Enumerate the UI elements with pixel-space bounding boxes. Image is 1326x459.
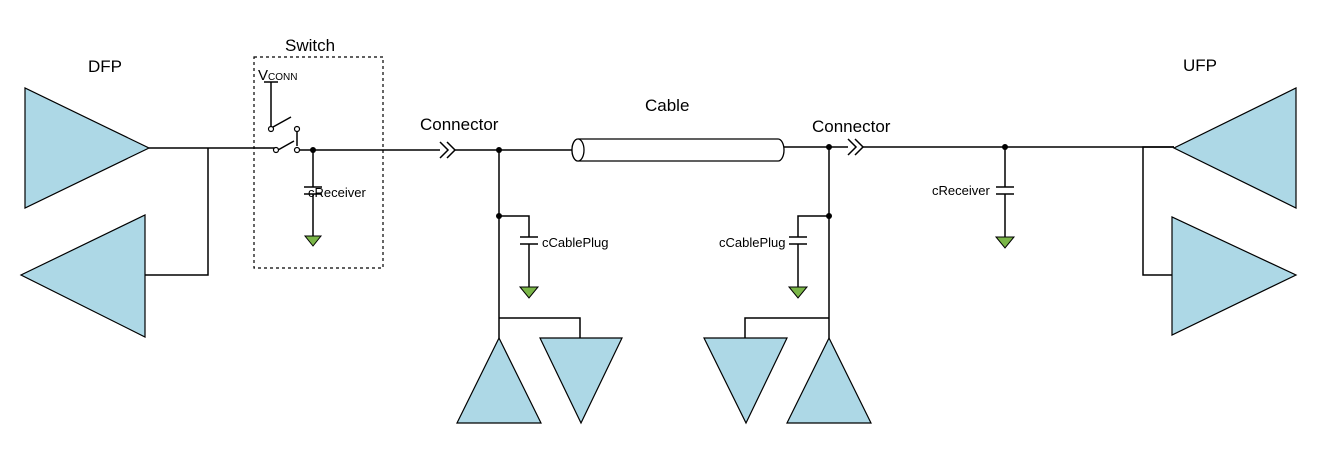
left-plug-amp-wire [499, 317, 581, 338]
dfp-label: DFP [88, 57, 122, 76]
creceiver-left-label: cReceiver [308, 185, 366, 200]
right-plug-up-amplifier [786, 336, 872, 424]
switch-box [253, 56, 384, 269]
right-connector-label: Connector [812, 117, 891, 136]
ccableplug-left-ground-icon [518, 286, 540, 299]
right-plug-amp-wire [744, 317, 829, 338]
creceiver-left-ground-icon [303, 235, 323, 247]
switch-common-contact [293, 125, 301, 133]
ufp-receiver-amplifier [1172, 87, 1297, 209]
ccableplug-left-top-wire [499, 215, 530, 237]
ccableplug-left-label: cCablePlug [542, 235, 609, 250]
main-switch-output-contact [293, 146, 301, 154]
right-plug-down-amplifier [703, 337, 788, 425]
left-connector-chevron-1 [439, 141, 450, 159]
left-connector-label: Connector [420, 115, 499, 134]
dfp-transmitter-amplifier [24, 87, 151, 209]
cable-end-left [571, 138, 585, 162]
switch-label: Switch [285, 36, 335, 55]
ufp-label: UFP [1183, 56, 1217, 75]
cable-body [571, 138, 785, 162]
dfp-receiver-wire [145, 148, 209, 276]
cable-label: Cable [645, 96, 689, 115]
ccableplug-right-top-wire [797, 215, 829, 237]
ufp-feedback-wire [1142, 146, 1174, 276]
ccableplug-right-ground-icon [787, 286, 809, 299]
creceiver-right-label: cReceiver [932, 183, 990, 198]
right-connector-chevron-1 [847, 138, 858, 156]
vconn-label: VCONN [258, 67, 297, 84]
ufp-transmitter-amplifier [1171, 216, 1298, 336]
left-plug-down-amplifier [539, 337, 623, 425]
vconn-switch-contact [267, 125, 275, 133]
main-switch-blade [277, 140, 295, 151]
main-switch-contact [272, 146, 280, 154]
vconn-switch-blade [272, 116, 292, 128]
left-plug-up-amplifier [456, 336, 542, 424]
dfp-receiver-amplifier [19, 214, 146, 338]
creceiver-right-ground-icon [994, 236, 1016, 249]
ccableplug-right-label: cCablePlug [719, 235, 786, 250]
